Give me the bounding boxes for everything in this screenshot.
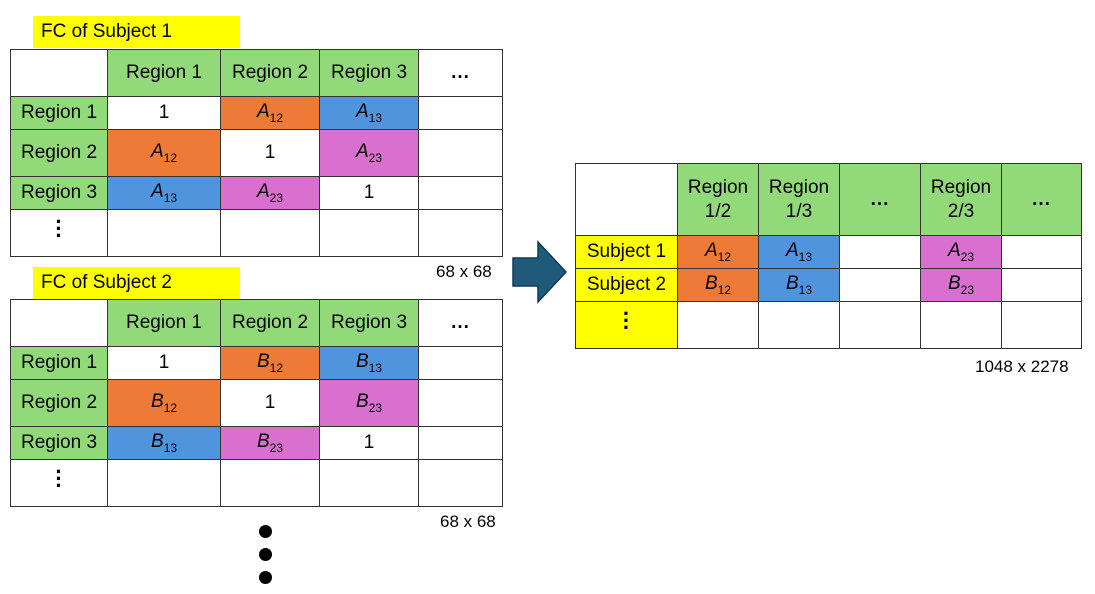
subject2-label: FC of Subject 2 <box>33 267 240 299</box>
col-header: Region 1 <box>107 299 221 347</box>
col-header: Region 1 <box>107 49 221 97</box>
empty-cell <box>418 129 503 177</box>
cell-13: B13 <box>319 346 419 380</box>
cell-31: A13 <box>107 176 221 210</box>
row-header: Region 1 <box>10 346 108 380</box>
cell-13: A13 <box>758 235 840 269</box>
subject-row-header: Subject 1 <box>575 235 678 269</box>
col-header: Region 3 <box>319 299 419 347</box>
empty-cell <box>418 209 503 257</box>
row-header: Region 3 <box>10 176 108 210</box>
col-header: Region 3 <box>319 49 419 97</box>
empty-cell <box>418 459 503 507</box>
empty-cell <box>758 301 840 349</box>
cell-12: B12 <box>677 268 759 302</box>
corner-cell <box>10 299 108 347</box>
diag-cell: 1 <box>107 346 221 380</box>
empty-cell <box>677 301 759 349</box>
subject1-matrix: Region 1 Region 2 Region 3 ... Region 1 … <box>10 49 503 257</box>
col-header-ellipsis: ... <box>418 49 503 97</box>
cell-23: A23 <box>319 129 419 177</box>
row-header: Region 1 <box>10 96 108 130</box>
empty-cell <box>839 268 921 302</box>
vertical-ellipsis-icon: ··· <box>55 459 63 498</box>
cell-12: A12 <box>677 235 759 269</box>
subject-row-header: Subject 2 <box>575 268 678 302</box>
empty-cell <box>418 379 503 427</box>
dot <box>258 571 272 584</box>
diag-cell: 1 <box>107 96 221 130</box>
row-header: Region 2 <box>10 129 108 177</box>
cell-21: A12 <box>107 129 221 177</box>
stacked-dots-icon <box>256 525 274 594</box>
cell-32: B23 <box>220 426 320 460</box>
row-header: Region 2 <box>10 379 108 427</box>
dot <box>258 525 272 538</box>
col-header-ellipsis: ... <box>418 299 503 347</box>
empty-cell <box>1001 235 1082 269</box>
vertical-ellipsis-icon: ··· <box>55 209 63 248</box>
empty-cell <box>220 209 320 257</box>
cell-12: B12 <box>220 346 320 380</box>
output-matrix: Region 1/2 Region 1/3 ... Region 2/3 ...… <box>575 163 1082 349</box>
cell-13: B13 <box>758 268 840 302</box>
pair-header: Region 1/2 <box>677 163 759 236</box>
pair-header-ellipsis: ... <box>839 163 921 236</box>
cell-23: B23 <box>319 379 419 427</box>
corner-cell <box>575 163 678 236</box>
corner-cell <box>10 49 108 97</box>
diag-cell: 1 <box>319 176 419 210</box>
empty-cell <box>220 459 320 507</box>
empty-cell <box>418 426 503 460</box>
empty-cell <box>107 459 221 507</box>
cell-23: B23 <box>920 268 1002 302</box>
right-arrow-icon <box>512 240 568 304</box>
row-header-ellipsis: ··· <box>10 459 108 507</box>
diag-cell: 1 <box>220 379 320 427</box>
empty-cell <box>920 301 1002 349</box>
subject2-dims: 68 x 68 <box>440 512 496 531</box>
empty-cell <box>1001 268 1082 302</box>
subject1-label: FC of Subject 1 <box>33 16 240 48</box>
empty-cell <box>107 209 221 257</box>
row-header-ellipsis: ··· <box>10 209 108 257</box>
row-header: Region 3 <box>10 426 108 460</box>
diag-cell: 1 <box>220 129 320 177</box>
empty-cell <box>319 209 419 257</box>
dot <box>258 548 272 561</box>
vertical-ellipsis-icon: ··· <box>622 301 631 340</box>
diag-cell: 1 <box>319 426 419 460</box>
cell-32: A23 <box>220 176 320 210</box>
pair-header: Region 2/3 <box>920 163 1002 236</box>
empty-cell <box>319 459 419 507</box>
cell-23: A23 <box>920 235 1002 269</box>
empty-cell <box>418 96 503 130</box>
col-header: Region 2 <box>220 49 320 97</box>
cell-21: B12 <box>107 379 221 427</box>
empty-cell <box>418 176 503 210</box>
empty-cell <box>1001 301 1082 349</box>
empty-cell <box>839 301 921 349</box>
col-header: Region 2 <box>220 299 320 347</box>
subject-row-ellipsis: ··· <box>575 301 678 349</box>
cell-13: A13 <box>319 96 419 130</box>
output-dims: 1048 x 2278 <box>975 357 1069 376</box>
cell-12: A12 <box>220 96 320 130</box>
empty-cell <box>839 235 921 269</box>
pair-header: Region 1/3 <box>758 163 840 236</box>
subject2-matrix: Region 1 Region 2 Region 3 ... Region 1 … <box>10 299 503 507</box>
empty-cell <box>418 346 503 380</box>
subject1-dims: 68 x 68 <box>436 262 492 281</box>
pair-header-ellipsis: ... <box>1001 163 1082 236</box>
cell-31: B13 <box>107 426 221 460</box>
